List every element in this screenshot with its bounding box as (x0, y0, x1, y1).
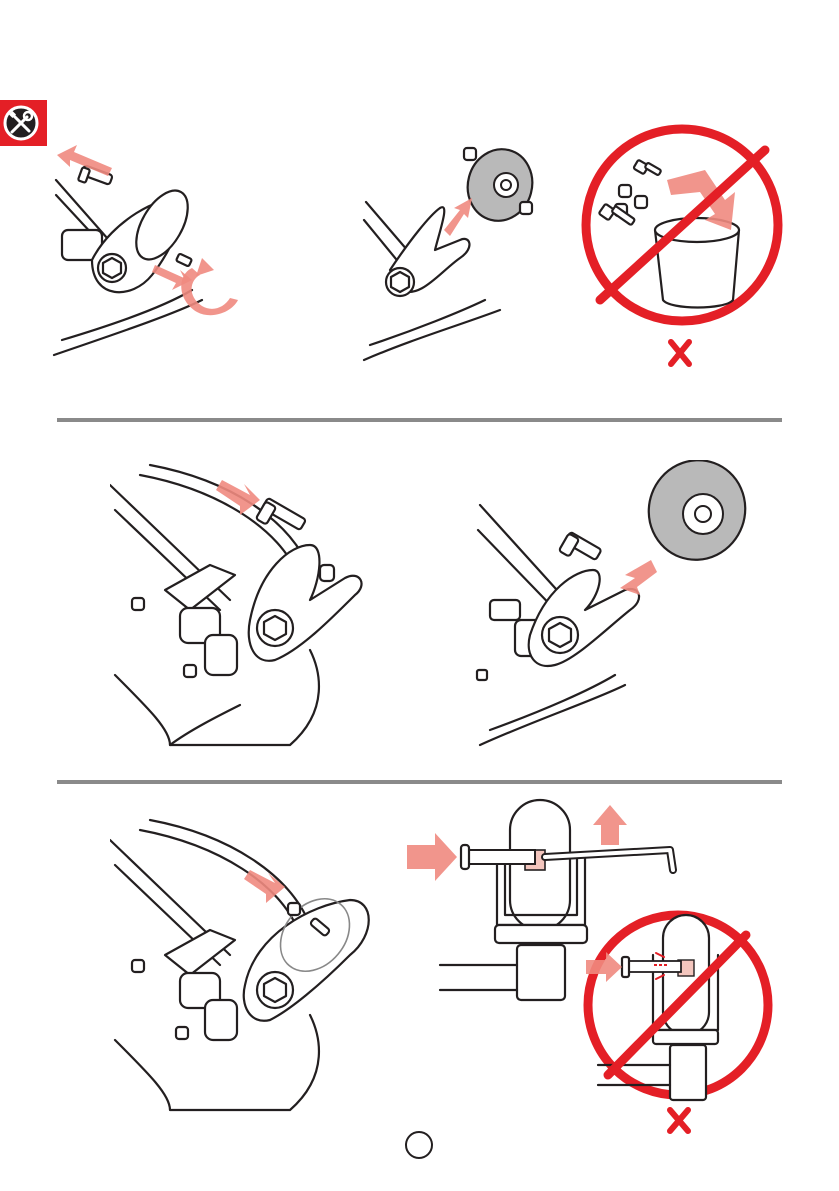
page-number-badge (405, 1131, 433, 1159)
divider-bottom (57, 780, 782, 784)
cross-icon (670, 1110, 688, 1131)
step-reinstall-wheel (110, 815, 380, 1115)
step-fit-new-wheel (475, 460, 760, 750)
divider-top (57, 418, 782, 422)
tools-icon (0, 100, 47, 146)
step-do-not-discard-parts[interactable] (575, 120, 790, 370)
step-remove-axle-bolt (52, 140, 342, 365)
rotate-arrow (181, 268, 238, 315)
tool-badge (0, 100, 47, 146)
step-do-not-overtighten[interactable] (578, 905, 778, 1135)
cross-icon (671, 342, 689, 364)
step-remove-wheel (360, 140, 545, 365)
step-insert-bolt (110, 460, 375, 750)
